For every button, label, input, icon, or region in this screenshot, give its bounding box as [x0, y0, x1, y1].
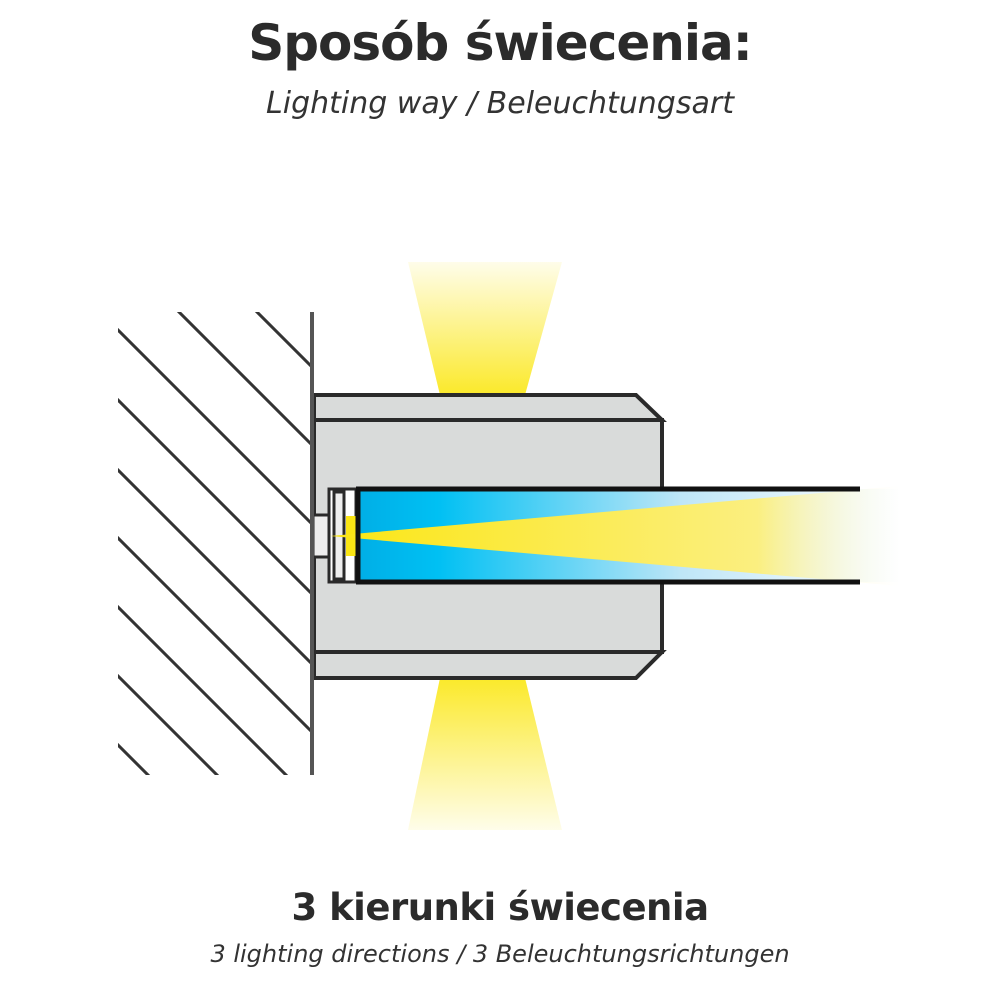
- caption-title: 3 kierunki świecenia: [291, 886, 709, 929]
- light-cone-up: [408, 262, 562, 395]
- light-beam: [330, 486, 900, 586]
- wall-hatching: [118, 312, 310, 775]
- light-cone-down: [408, 678, 562, 830]
- page-subtitle: Lighting way / Beleuchtungsart: [266, 86, 734, 121]
- page-title: Sposób świecenia:: [248, 14, 752, 72]
- caption-subtitle: 3 lighting directions / 3 Beleuchtungsri…: [210, 940, 790, 968]
